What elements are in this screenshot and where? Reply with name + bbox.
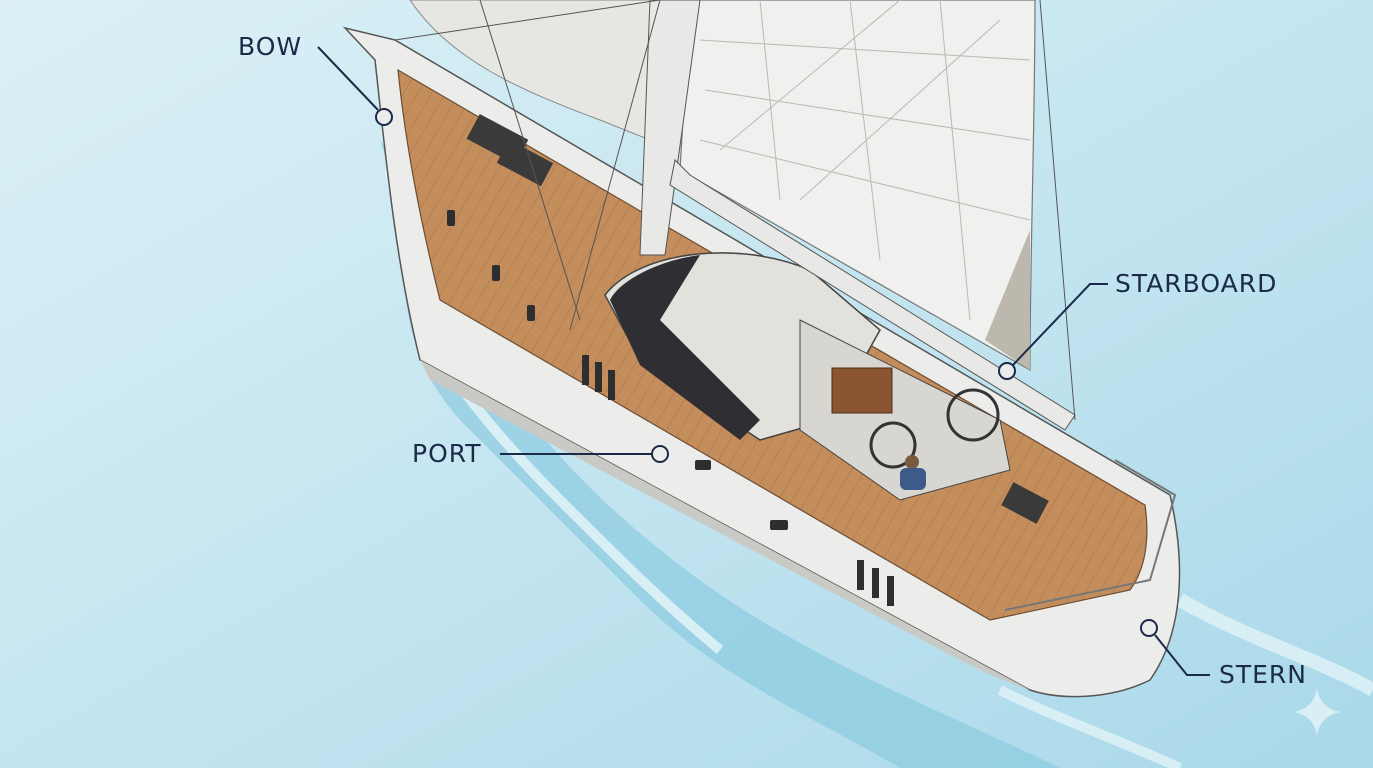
deck-hatch [496,139,554,187]
stern-rail [1004,459,1177,611]
deck-hatch [1001,482,1049,524]
jib-sail [409,0,661,141]
hull-shadow [420,360,1030,690]
sail-panel-lines [699,0,1031,321]
label-starboard: STARBOARD [1115,269,1278,298]
boom [669,158,1076,431]
sparkle-icon [1294,688,1340,736]
label-stern: STERN [1219,660,1308,689]
cockpit [799,319,1011,501]
callout-bow [317,46,393,126]
rigging [394,0,1076,421]
helmsman [905,455,919,469]
cabin-windows [610,255,760,440]
mast [639,0,701,256]
helm-wheel [946,388,1000,442]
callout-port [500,445,669,463]
callout-starboard [998,283,1108,380]
label-port: PORT [412,439,482,468]
wake-foam [1176,593,1373,697]
callout-stern [1140,619,1210,676]
cockpit-table [831,367,893,414]
portholes [447,210,894,606]
wake-foam [997,685,1183,768]
helm-wheel [869,421,917,469]
helmsman [900,468,926,490]
mainsail-shadow [985,230,1030,370]
label-bow: BOW [238,32,303,61]
